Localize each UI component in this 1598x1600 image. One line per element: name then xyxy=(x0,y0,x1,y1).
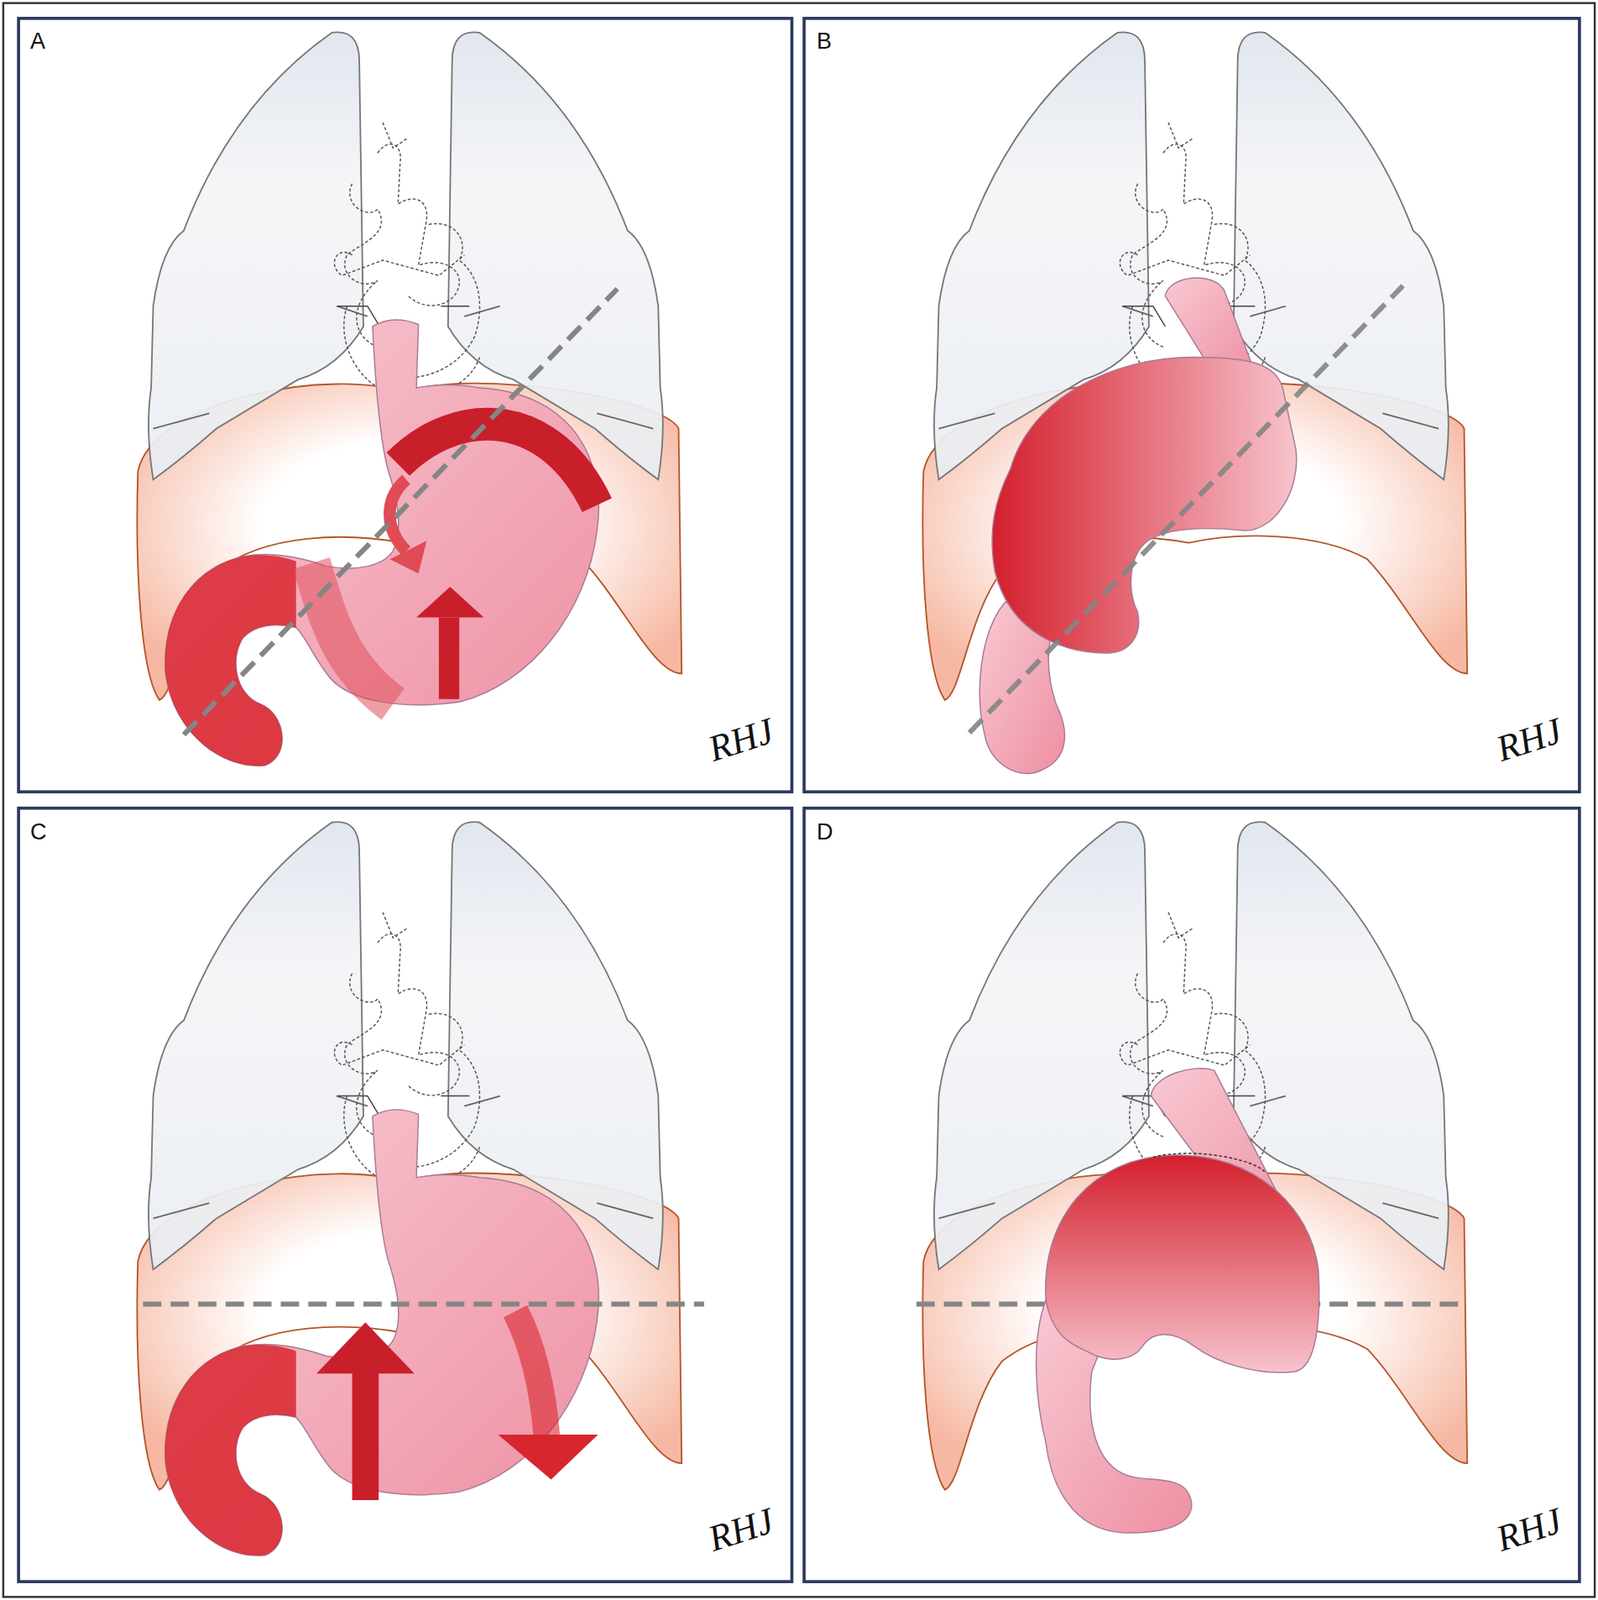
panel-letter: D xyxy=(816,820,834,844)
panel-letter: A xyxy=(30,30,46,53)
panel-letter: C xyxy=(30,820,47,844)
panel-letter: B xyxy=(816,30,832,53)
